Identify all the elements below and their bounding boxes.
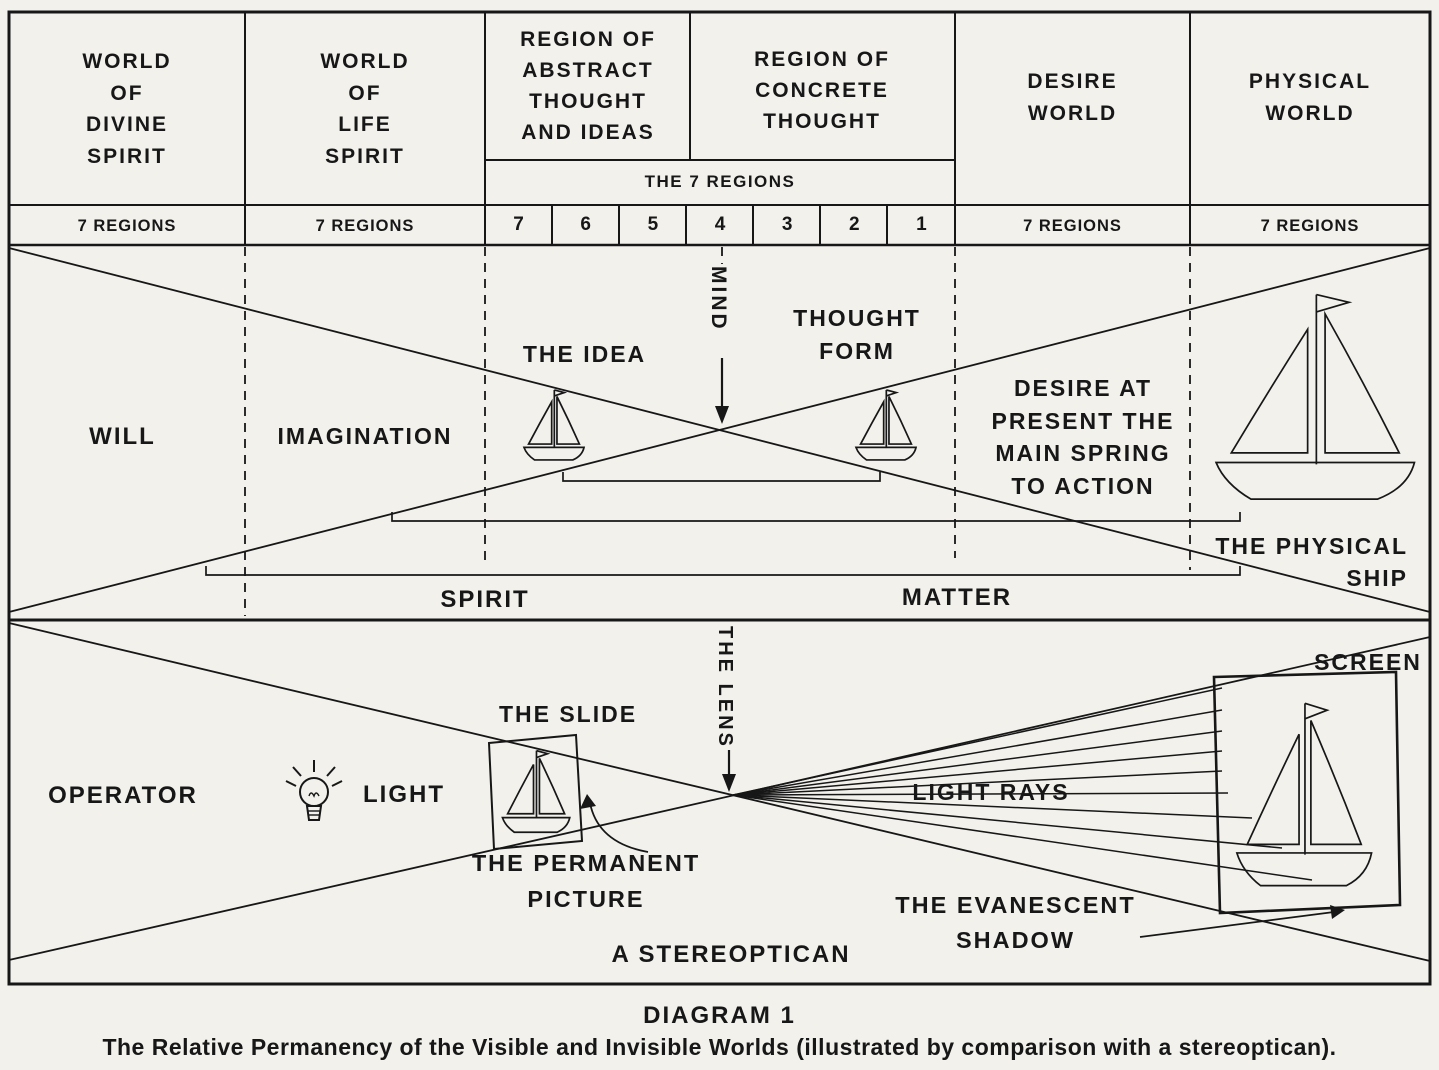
col-title-concrete-thought: REGION OF CONCRETE THOUGHT bbox=[754, 48, 890, 134]
projection-lines-upper bbox=[8, 247, 1431, 622]
right-arrow-icon bbox=[1139, 905, 1345, 938]
label-stereoptican: A STEREOPTICAN bbox=[611, 941, 851, 968]
regions-count-life: 7 REGIONS bbox=[315, 217, 415, 235]
region-number-row: 7 6 5 4 3 2 1 bbox=[485, 205, 955, 245]
sailboat-icon bbox=[1235, 701, 1374, 888]
seven-regions-band-label: THE 7 REGIONS bbox=[644, 172, 796, 191]
label-imagination: IMAGINATION bbox=[277, 423, 453, 449]
col-title-life-spirit: WORLD OF LIFE SPIRIT bbox=[320, 50, 410, 168]
curved-arrow-icon bbox=[580, 794, 649, 853]
sailboat-icon bbox=[1214, 292, 1417, 502]
label-light-rays: LIGHT RAYS bbox=[912, 779, 1070, 805]
label-the-lens: THE LENS bbox=[714, 626, 736, 749]
diagram-caption-subtitle: The Relative Permanency of the Visible a… bbox=[102, 1034, 1337, 1060]
regions-count-physical: 7 REGIONS bbox=[1260, 217, 1360, 235]
label-will: WILL bbox=[89, 423, 156, 450]
slide-frame bbox=[487, 733, 584, 851]
region-number-cell: 4 bbox=[714, 214, 726, 235]
col-title-physical-world: PHYSICAL WORLD bbox=[1248, 70, 1372, 125]
down-arrow-icon bbox=[715, 358, 729, 424]
region-number-cell: 7 bbox=[513, 214, 524, 235]
label-screen: SCREEN bbox=[1314, 649, 1422, 675]
region-number-cell: 3 bbox=[781, 214, 793, 235]
label-operator: OPERATOR bbox=[48, 782, 198, 809]
regions-count-divine: 7 REGIONS bbox=[77, 217, 177, 235]
label-thought-form: THOUGHT FORM bbox=[793, 305, 921, 365]
down-arrow-icon bbox=[722, 750, 736, 792]
region-number-cell: 2 bbox=[848, 214, 860, 235]
region-number-cell: 6 bbox=[580, 214, 591, 235]
region-number-cell: 1 bbox=[916, 214, 927, 235]
lightbulb-icon bbox=[285, 760, 343, 821]
region-number-cell: 5 bbox=[647, 214, 659, 235]
label-matter: MATTER bbox=[901, 584, 1013, 611]
sailboat-icon bbox=[523, 389, 585, 461]
label-evanescent-shadow: THE EVANESCENT SHADOW bbox=[895, 892, 1136, 954]
grid-lines bbox=[7, 10, 1432, 986]
screen-frame bbox=[1212, 670, 1402, 915]
light-rays-lines bbox=[732, 687, 1313, 881]
label-desire-mainspring: DESIRE AT PRESENT THE MAIN SPRING TO ACT… bbox=[991, 375, 1175, 499]
label-the-idea: THE IDEA bbox=[522, 341, 647, 367]
label-physical-ship: THE PHYSICAL SHIP bbox=[1215, 533, 1408, 592]
col-title-desire-world: DESIRE WORLD bbox=[1027, 70, 1118, 125]
col-title-divine-spirit: WORLD OF DIVINE SPIRIT bbox=[82, 50, 172, 168]
label-permanent-picture: THE PERMANENT PICTURE bbox=[471, 850, 701, 913]
label-the-slide: THE SLIDE bbox=[498, 701, 638, 727]
regions-count-desire: 7 REGIONS bbox=[1023, 217, 1122, 235]
diagram-caption-title: DIAGRAM 1 bbox=[643, 1002, 796, 1029]
sailboat-icon bbox=[501, 749, 571, 833]
dashed-dividers bbox=[244, 247, 1191, 616]
label-light: LIGHT bbox=[363, 781, 445, 808]
bracket-lines bbox=[205, 472, 1241, 576]
label-spirit: SPIRIT bbox=[440, 586, 530, 613]
label-mind: MIND bbox=[707, 266, 730, 332]
projection-lines-lower bbox=[8, 622, 1431, 962]
col-title-abstract-thought: REGION OF ABSTRACT THOUGHT AND IDEAS bbox=[520, 28, 656, 145]
sailboat-icon bbox=[855, 389, 917, 461]
